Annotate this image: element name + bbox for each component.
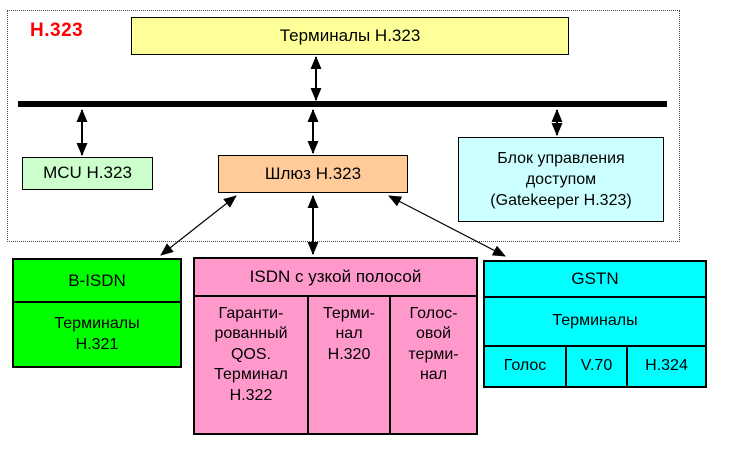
b-isdn-box: B-ISDN Терминалы Н.321 xyxy=(12,258,182,368)
gstn-cell-h324: Н.324 xyxy=(645,357,688,375)
narrowband-isdn-box: ISDN с узкой полосой Гаранти- рованный Q… xyxy=(193,257,478,435)
gstn-box: GSTN Терминалы Голос V.70 Н.324 xyxy=(483,260,707,388)
gstn-terminals-cell: Терминалы xyxy=(485,298,705,347)
h323-scope-frame xyxy=(7,10,680,242)
mcu-h323-box: MCU H.323 xyxy=(22,157,153,190)
h323-scope-label: H.323 xyxy=(30,20,84,41)
isdn-header: ISDN с узкой полосой xyxy=(195,259,476,297)
gstn-cell-v70: V.70 xyxy=(567,347,628,386)
isdn-cell-h322: Гаранти- рованный QOS. Терминал Н.322 xyxy=(195,297,309,433)
isdn-cell-voice-terminal: Голос- овой терми- нал xyxy=(408,305,459,384)
gstn-header: GSTN xyxy=(485,262,705,298)
b-isdn-terminals-cell: Терминалы Н.321 xyxy=(54,315,140,353)
b-isdn-header: B-ISDN xyxy=(14,260,180,303)
isdn-cell-h320: Терми- нал Н.320 xyxy=(309,297,391,433)
gstn-cell-voice: Голос xyxy=(485,347,567,386)
terminals-h323-box: Терминалы Н.323 xyxy=(131,17,569,55)
gatekeeper-box: Блок управления доступом (Gatekeeper H.3… xyxy=(458,137,664,222)
gateway-h323-box: Шлюз Н.323 xyxy=(218,155,408,193)
